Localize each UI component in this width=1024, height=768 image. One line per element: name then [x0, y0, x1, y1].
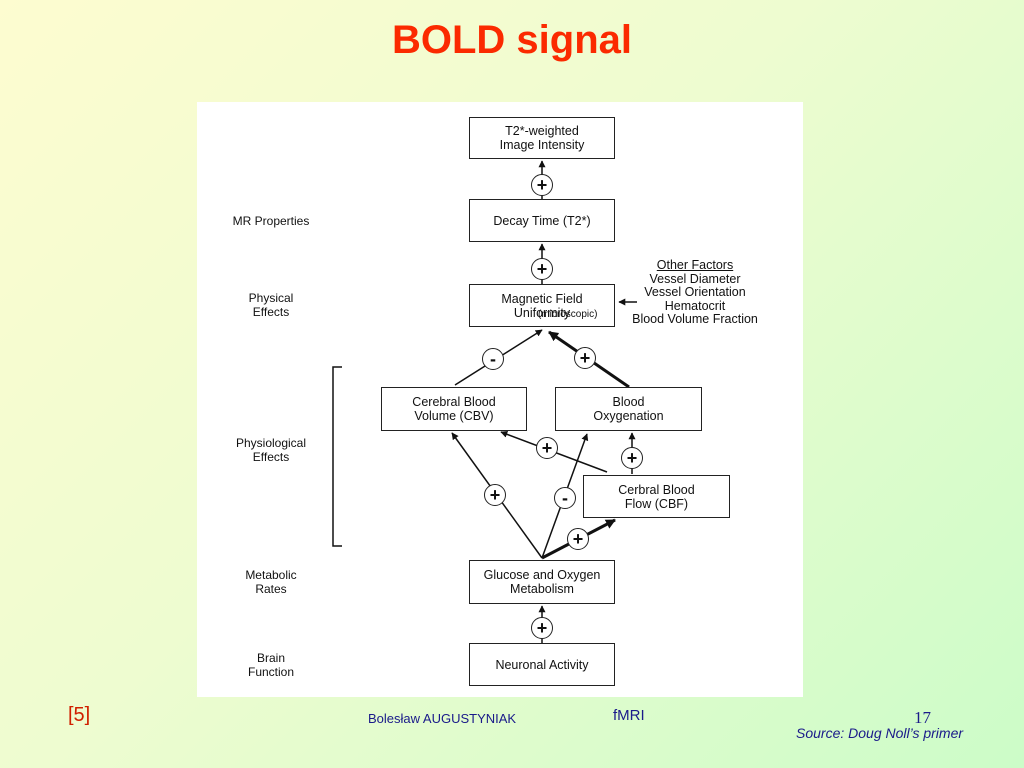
magnetic-field-main-text: Magnetic Field Uniformity [501, 291, 583, 320]
sign-cbf-to-cbv: + [536, 437, 558, 459]
other-factor-item: Vessel Orientation [644, 285, 746, 299]
footer-author: Bolesław AUGUSTYNIAK [368, 711, 517, 726]
sign-neuronal-to-glucose: + [531, 617, 553, 639]
sign-oxy-to-mag: + [574, 347, 596, 369]
sign-cbf-to-oxy: + [621, 447, 643, 469]
box-decay-time: Decay Time (T2*) [469, 199, 615, 242]
sign-glucose-to-cbv: + [484, 484, 506, 506]
source-citation: Source: Doug Noll’s primer [796, 725, 964, 741]
slide-title: BOLD signal [391, 18, 633, 62]
box-blood-oxygenation: Blood Oxygenation [555, 387, 702, 431]
box-glucose-oxygen-metabolism: Glucose and Oxygen Metabolism [469, 560, 615, 604]
bold-signal-diagram: T2*-weighted Image Intensity Decay Time … [197, 102, 803, 697]
other-factors-heading: Other Factors [656, 258, 734, 272]
sign-decay-to-t2: + [531, 174, 553, 196]
other-factor-item: Hematocrit [664, 298, 726, 313]
box-cerebral-blood-flow: Cerbral Blood Flow (CBF) [583, 475, 730, 518]
sign-cbv-to-mag: - [482, 348, 504, 370]
level-label-mr-properties: MR Properties [232, 214, 310, 228]
level-label-brain-function: Brain Function [247, 651, 295, 679]
footer-topic: fMRI [613, 707, 645, 724]
level-label-physical-effects: Physical Effects [248, 291, 294, 319]
level-label-metabolic-rates: Metabolic Rates [245, 568, 297, 596]
box-cerebral-blood-volume: Cerebral Blood Volume (CBV) [381, 387, 527, 431]
other-factor-item: Blood Volume Fraction [632, 312, 758, 326]
physiological-bracket [332, 366, 342, 547]
page-number: 17 [914, 708, 931, 727]
other-factors-list: Other Factors Vessel Diameter Vessel Ori… [615, 258, 775, 327]
sign-mag-to-decay: + [531, 258, 553, 280]
level-label-physiological-effects: Physiological Effects [235, 436, 307, 464]
magnetic-field-subtext: (microscopic) [538, 309, 598, 320]
other-factor-item: Vessel Diameter [649, 271, 741, 286]
sign-glucose-to-oxy: - [554, 487, 576, 509]
reference-number: [5] [68, 704, 91, 726]
box-neuronal-activity: Neuronal Activity [469, 643, 615, 686]
box-magnetic-field-uniformity: Magnetic Field Uniformity [469, 284, 615, 327]
box-t2-image-intensity: T2*-weighted Image Intensity [469, 117, 615, 159]
sign-glucose-to-cbf: + [567, 528, 589, 550]
